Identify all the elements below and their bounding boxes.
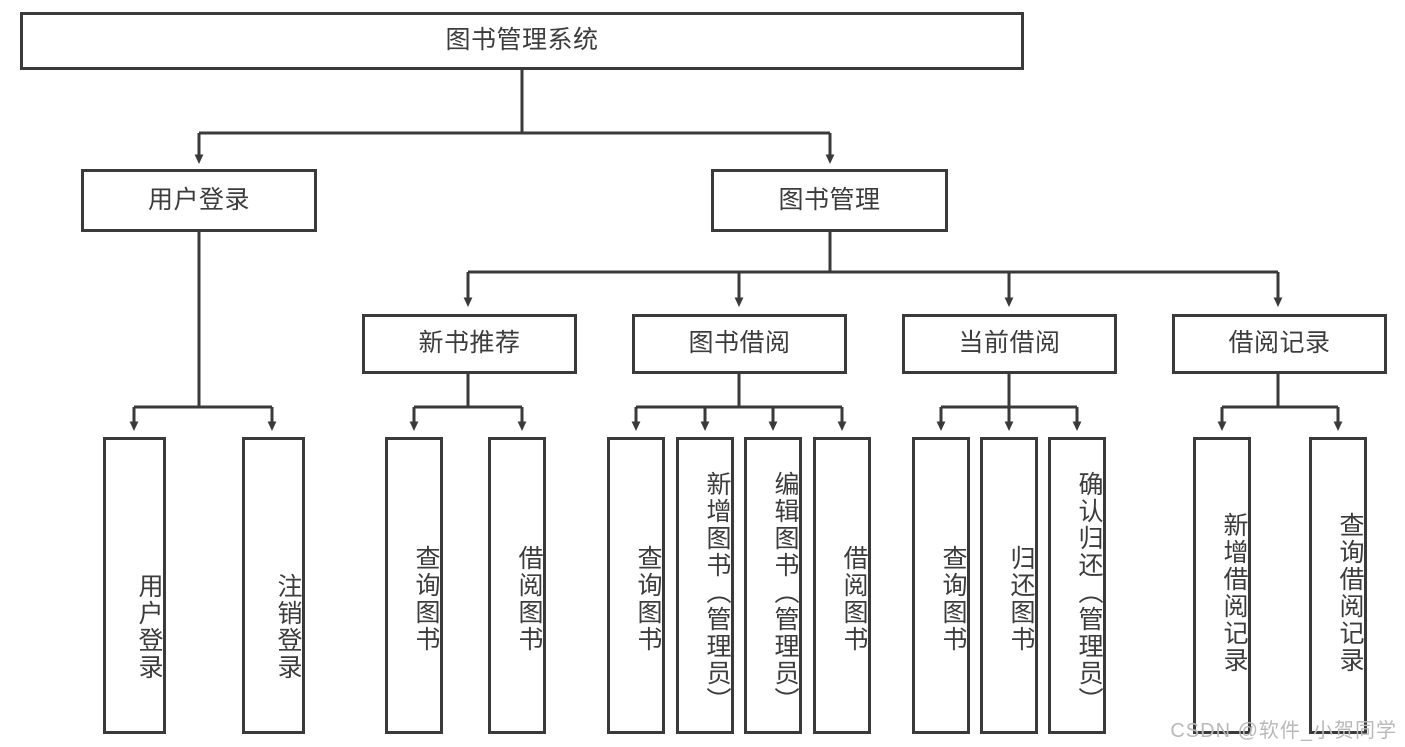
node-leaf-edit-book[interactable]: 编辑图书（管理员） (744, 437, 802, 734)
node-user-login-label: 用户登录 (147, 185, 250, 214)
node-leaf-return-book-label: 归还图书 (1007, 544, 1035, 653)
node-book-borrow-label: 图书借阅 (688, 329, 791, 358)
node-leaf-user-login[interactable]: 用户登录 (103, 437, 166, 734)
node-borrow-record-label: 借阅记录 (1228, 329, 1331, 358)
node-book-management[interactable]: 图书管理 (711, 169, 948, 232)
node-leaf-add-book-label: 新增图书（管理员） (703, 471, 731, 714)
node-leaf-add-record-label: 新增借阅记录 (1220, 511, 1248, 674)
node-leaf-edit-book-label: 编辑图书（管理员） (771, 471, 799, 714)
node-user-login[interactable]: 用户登录 (81, 169, 317, 232)
node-new-book-recommend-label: 新书推荐 (418, 329, 521, 358)
node-leaf-add-book[interactable]: 新增图书（管理员） (676, 437, 734, 734)
node-leaf-query-book-3[interactable]: 查询图书 (912, 437, 970, 734)
node-leaf-confirm-return-label: 确认归还（管理员） (1075, 471, 1103, 714)
node-current-borrow[interactable]: 当前借阅 (902, 314, 1117, 374)
node-leaf-return-book[interactable]: 归还图书 (980, 437, 1038, 734)
node-leaf-borrow-book-1[interactable]: 借阅图书 (488, 437, 546, 734)
node-root-label: 图书管理系统 (445, 26, 599, 55)
node-leaf-query-record-label: 查询借阅记录 (1336, 511, 1364, 674)
node-leaf-query-book-2[interactable]: 查询图书 (607, 437, 665, 734)
node-new-book-recommend[interactable]: 新书推荐 (362, 314, 577, 374)
node-current-borrow-label: 当前借阅 (958, 329, 1061, 358)
node-leaf-query-book-2-label: 查询图书 (634, 544, 662, 653)
node-leaf-query-book-3-label: 查询图书 (939, 544, 967, 653)
watermark-text: CSDN @软件_小贺同学 (1170, 720, 1397, 742)
node-book-borrow[interactable]: 图书借阅 (632, 314, 847, 374)
node-leaf-borrow-book-2[interactable]: 借阅图书 (813, 437, 871, 734)
node-leaf-query-record[interactable]: 查询借阅记录 (1309, 437, 1367, 734)
node-book-management-label: 图书管理 (778, 185, 881, 214)
node-borrow-record[interactable]: 借阅记录 (1172, 314, 1387, 374)
node-leaf-borrow-book-1-label: 借阅图书 (515, 544, 543, 653)
node-leaf-logout-login[interactable]: 注销登录 (242, 437, 305, 734)
node-leaf-logout-login-label: 注销登录 (274, 572, 302, 681)
node-leaf-user-login-label: 用户登录 (135, 572, 163, 681)
node-leaf-add-record[interactable]: 新增借阅记录 (1193, 437, 1251, 734)
node-leaf-query-book-1-label: 查询图书 (412, 544, 440, 653)
node-leaf-confirm-return[interactable]: 确认归还（管理员） (1048, 437, 1106, 734)
node-leaf-query-book-1[interactable]: 查询图书 (385, 437, 443, 734)
node-root[interactable]: 图书管理系统 (20, 12, 1024, 70)
node-leaf-borrow-book-2-label: 借阅图书 (840, 544, 868, 653)
